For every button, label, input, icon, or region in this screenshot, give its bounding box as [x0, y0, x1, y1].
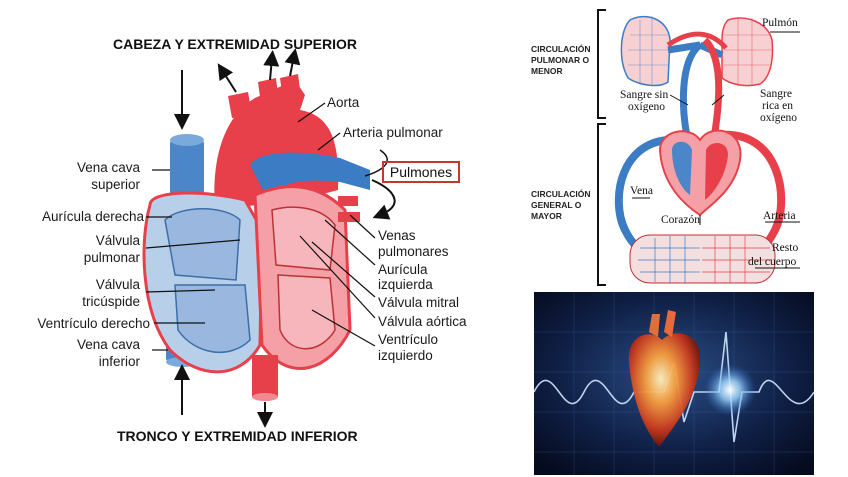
- ecg-heart-image: [534, 292, 814, 475]
- systemic-circulation-title-3: MAYOR: [531, 211, 562, 221]
- label-tricuspid-1: Válvula: [95, 277, 140, 292]
- label-mitral-valve: Válvula mitral: [378, 295, 460, 310]
- small-heart-shape: [658, 129, 742, 217]
- glowing-heart-shape: [628, 333, 701, 447]
- left-lung-shape: [620, 15, 671, 87]
- label-pulmonary-artery: Arteria pulmonar: [343, 125, 443, 140]
- label-oxygenated-2: rica en: [762, 100, 793, 112]
- label-heart: Corazón: [661, 214, 700, 226]
- label-lungs-box: Pulmones: [382, 161, 460, 183]
- label-oxygenated-3: oxígeno: [760, 112, 798, 124]
- label-left-atrium-2: izquierda: [378, 277, 433, 292]
- label-rest-1: Resto: [772, 242, 799, 254]
- label-pulmonary-valve-2: pulmonar: [83, 250, 140, 265]
- label-vena-cava-inferior-1: Vena cava: [76, 337, 140, 352]
- label-right-atrium: Aurícula derecha: [41, 209, 144, 224]
- label-vena-cava-superior-1: Vena cava: [76, 160, 140, 175]
- systemic-circulation-title-2: GENERAL O: [531, 200, 582, 210]
- label-oxygenated-1: Sangre: [760, 88, 792, 100]
- label-vena-cava-superior-2: superior: [91, 177, 140, 192]
- light-flare: [704, 364, 756, 416]
- systemic-circulation-title-1: CIRCULACIÓN: [531, 189, 591, 199]
- label-left-ventricle-2: izquierdo: [378, 348, 433, 363]
- ecg-wave: [534, 331, 814, 443]
- label-left-atrium-1: Aurícula: [378, 262, 428, 277]
- label-deoxygenated-1: Sangre sin: [620, 89, 669, 101]
- descending-aorta-shape: [252, 355, 278, 397]
- label-left-ventricle-1: Ventrículo: [378, 332, 439, 347]
- pulmonary-circulation-title-3: MENOR: [531, 66, 563, 76]
- capillary-network: [629, 234, 776, 284]
- label-artery: Arteria: [763, 210, 796, 222]
- label-pulmonary-valve-1: Válvula: [95, 233, 140, 248]
- label-pulmonary-veins-1: Venas: [378, 228, 416, 243]
- pulmonary-circulation-title-1: CIRCULACIÓN: [531, 44, 591, 54]
- pulmonary-circulation-title-2: PULMONAR O: [531, 55, 590, 65]
- bottom-header: TRONCO Y EXTREMIDAD INFERIOR: [117, 428, 358, 444]
- label-deoxygenated-2: oxígeno: [628, 101, 666, 113]
- top-header: CABEZA Y EXTREMIDAD SUPERIOR: [113, 36, 357, 52]
- label-aortic-valve: Válvula aórtica: [378, 314, 467, 329]
- label-rest-2: del cuerpo: [748, 256, 797, 268]
- label-pulmonary-veins-2: pulmonares: [378, 244, 449, 259]
- label-lung: Pulmón: [762, 17, 798, 29]
- label-vein: Vena: [630, 185, 653, 197]
- label-vena-cava-inferior-2: inferior: [98, 354, 140, 369]
- label-right-ventricle: Ventrículo derecho: [37, 316, 150, 331]
- label-tricuspid-2: tricúspide: [82, 294, 140, 309]
- label-aorta: Aorta: [327, 95, 360, 110]
